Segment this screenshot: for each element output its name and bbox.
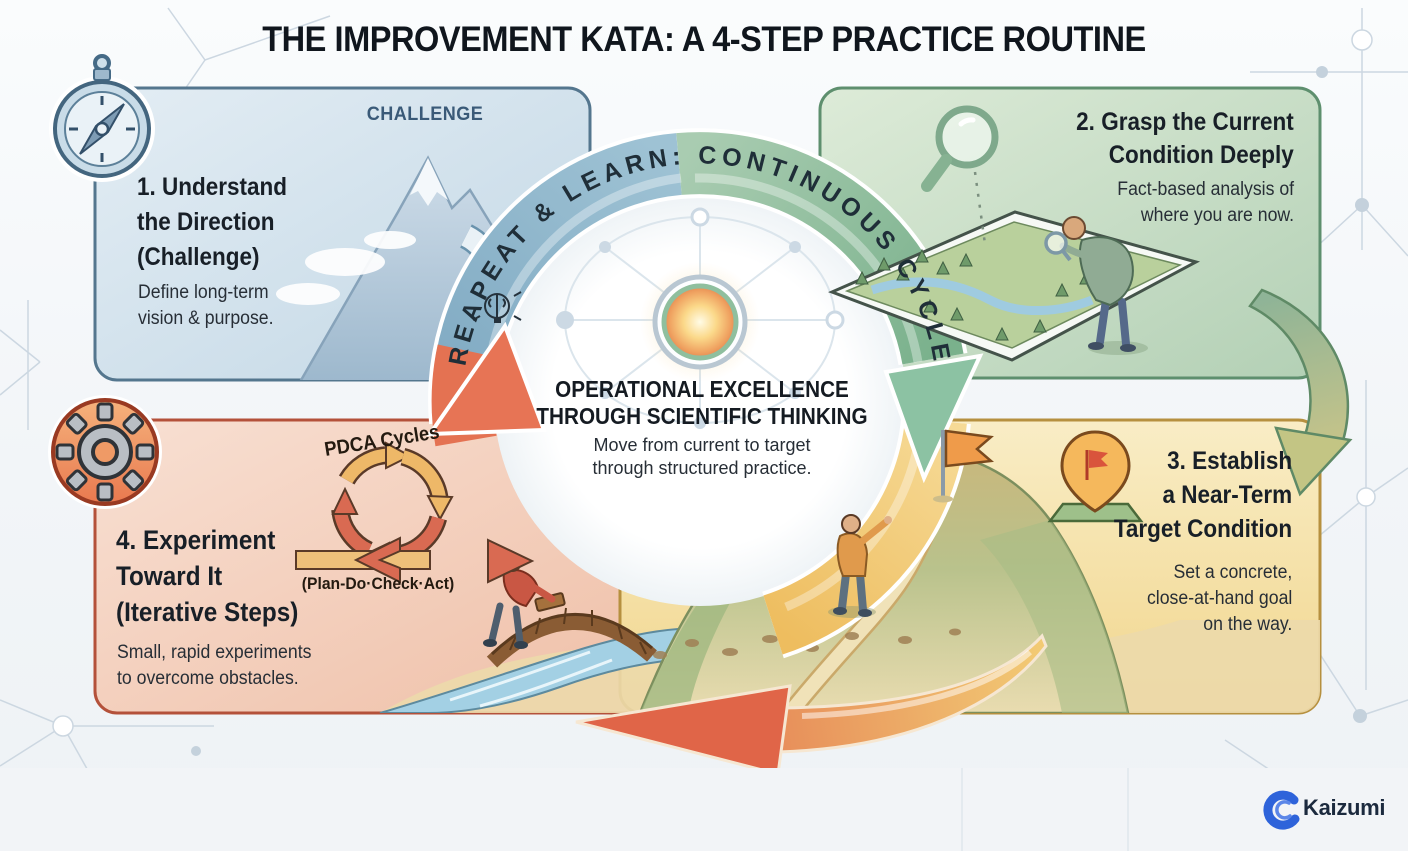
- page-title-lead: THE IMPROVEMENT KATA:: [262, 20, 675, 59]
- map-person: [1044, 216, 1148, 355]
- step4-heading: 4. Experiment Toward It (Iterative Steps…: [116, 525, 299, 627]
- summit-flag-icon: [933, 429, 994, 503]
- location-pin-icon: [1047, 430, 1144, 523]
- page-title-tail: A 4-STEP PRACTICE ROUTINE: [674, 20, 1146, 59]
- step2-heading: 2. Grasp the Current Condition Deeply: [1076, 108, 1294, 169]
- red-up-arrowhead: [426, 321, 547, 437]
- magnifying-glass-icon: [921, 105, 999, 245]
- brain-icon: [472, 291, 522, 323]
- orange-curved-arrow: [575, 633, 1048, 776]
- step3-heading: 3. Establish a Near-Term Target Conditio…: [1113, 447, 1292, 543]
- step2-subtext: Fact-based analysis of where you are now…: [1117, 179, 1294, 226]
- green-curved-arrow: [1248, 288, 1353, 497]
- challenge-label: CHALLENGE: [366, 104, 484, 125]
- step1-subtext: Define long-term vision & purpose.: [138, 282, 274, 329]
- footprints: [653, 628, 961, 659]
- step3-subtext: Set a concrete, close-at-hand goal on th…: [1146, 562, 1292, 635]
- page-title: THE IMPROVEMENT KATA: A 4-STEP PRACTICE …: [49, 20, 1358, 60]
- center-orb: [640, 262, 760, 382]
- pdca-cycle-diagram: [295, 441, 535, 584]
- map-illustration: [828, 105, 1201, 362]
- green-down-arrowhead: [883, 353, 984, 484]
- gear-icon: [48, 395, 162, 509]
- kaizumi-logo-icon: [1263, 790, 1300, 830]
- footer-band: [0, 768, 1408, 851]
- pdca-caption: (Plan-Do·Check·Act): [301, 575, 455, 593]
- step4-subtext: Small, rapid experiments to overcome obs…: [117, 642, 312, 689]
- step1-heading: 1. Understand the Direction (Challenge): [137, 173, 288, 271]
- brand-name: Kaizumi: [1303, 795, 1386, 820]
- cycle-center-heading: OPERATIONAL EXCELLENCE THROUGH SCIENTIFI…: [536, 376, 868, 429]
- compass-icon: [49, 54, 155, 182]
- cycle-center-subtext: Move from current to target through stru…: [592, 435, 812, 478]
- hill-person: [828, 514, 892, 618]
- cycle-center-disc: [494, 194, 906, 606]
- bridge-illustration: [483, 552, 657, 668]
